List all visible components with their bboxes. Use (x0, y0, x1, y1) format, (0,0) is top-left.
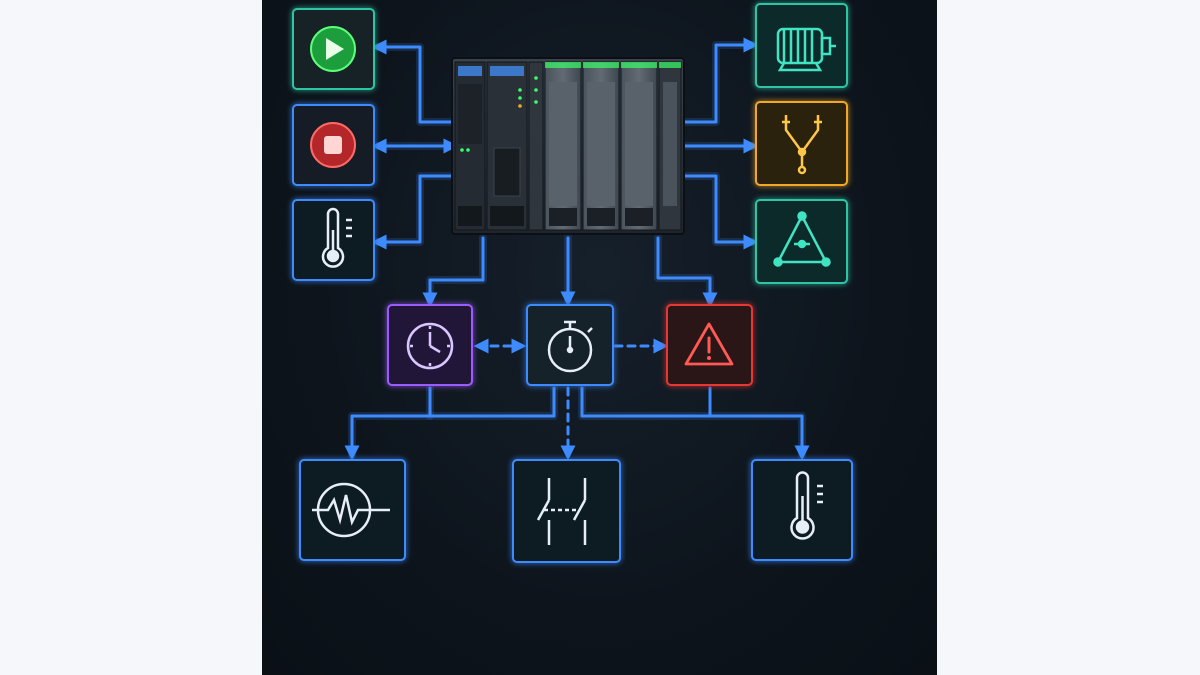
wires (344, 37, 810, 461)
wire-clock (422, 236, 485, 308)
wire-timer-bus-left (428, 386, 556, 418)
stop-icon (310, 122, 356, 168)
plc-io-module (582, 61, 620, 231)
node-valve[interactable] (755, 101, 848, 186)
wire-temp-out (580, 386, 810, 461)
plc-rack-icon (451, 57, 685, 235)
diagram-canvas (262, 0, 937, 675)
node-signal[interactable] (299, 459, 406, 561)
delta-network-icon (773, 211, 831, 267)
wire-start (371, 39, 456, 124)
node-delta[interactable] (755, 199, 848, 284)
warning-icon (684, 322, 734, 366)
waveform-icon (312, 482, 390, 538)
stopwatch-icon (547, 320, 593, 373)
motor-icon (776, 27, 836, 72)
node-timer[interactable] (526, 304, 614, 386)
plc-comm-module (528, 61, 544, 231)
wire-motor (680, 37, 759, 124)
plc-io-module (544, 61, 582, 231)
wire-signal (344, 386, 432, 461)
wire-temp-in (371, 174, 456, 250)
plc-io-module (620, 61, 658, 231)
switch-contacts-icon (536, 478, 587, 545)
clock-icon (406, 322, 454, 370)
thermometer-icon (790, 471, 823, 540)
valve-icon (782, 115, 822, 175)
node-clock[interactable] (387, 304, 473, 386)
node-temp-in[interactable] (292, 199, 375, 281)
node-switch[interactable] (512, 459, 621, 563)
wire-alarm (656, 236, 718, 308)
node-stop[interactable] (292, 104, 375, 186)
node-alarm[interactable] (666, 304, 753, 386)
thermometer-icon (321, 207, 352, 268)
node-motor[interactable] (755, 3, 848, 88)
node-start[interactable] (292, 8, 375, 90)
plc-cpu-module (454, 61, 486, 231)
plc-control-diagram (292, 3, 853, 563)
play-icon (310, 26, 356, 72)
plc-cpu-module (486, 61, 528, 231)
node-temp-out[interactable] (751, 459, 853, 561)
plc-end-module (658, 61, 682, 231)
wire-delta (680, 174, 759, 250)
